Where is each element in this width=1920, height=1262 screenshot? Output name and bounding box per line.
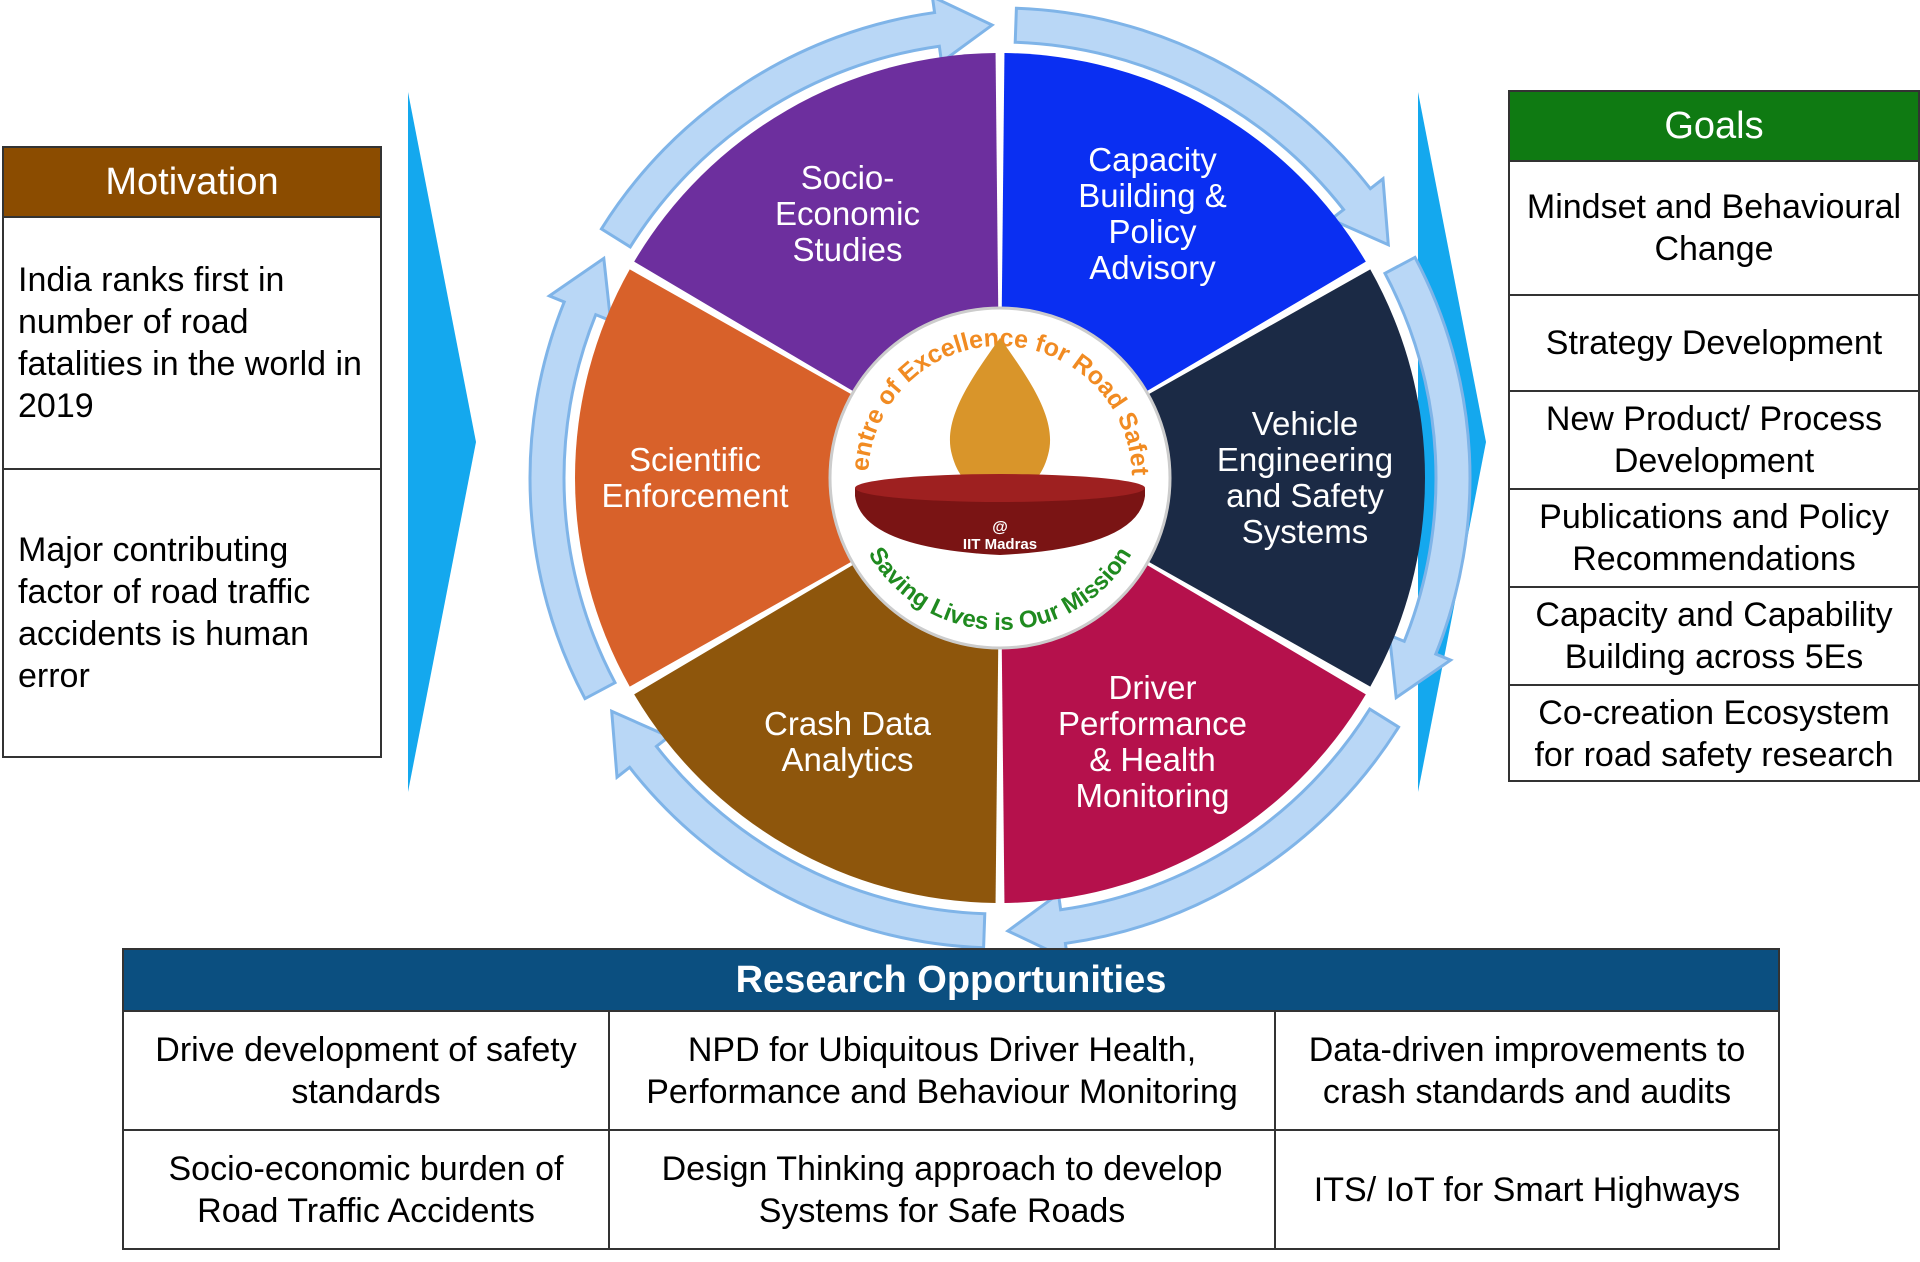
wheel-segment-label-line: Monitoring xyxy=(1075,777,1229,814)
goal-item: Publications and Policy Recommendations xyxy=(1510,488,1918,586)
cycle-arrow-arc xyxy=(599,0,996,250)
wheel-segment-label-line: Systems xyxy=(1242,513,1369,550)
logo-at-text: @ xyxy=(992,519,1008,536)
research-cell: NPD for Ubiquitous Driver Health, Perfor… xyxy=(608,1010,1274,1129)
cycle-arrow-arc xyxy=(1013,6,1390,248)
wheel-segment-label-line: Socio- xyxy=(801,159,895,196)
motivation-header: Motivation xyxy=(4,148,380,216)
research-cell: Drive development of safety standards xyxy=(124,1010,608,1129)
research-cell: ITS/ IoT for Smart Highways xyxy=(1274,1129,1778,1248)
cycle-arrow-arc xyxy=(1004,706,1401,962)
research-cell: Design Thinking approach to develop Syst… xyxy=(608,1129,1274,1248)
wheel-segment-label-line: Scientific xyxy=(629,441,761,478)
goals-header: Goals xyxy=(1510,92,1918,160)
research-box: Research Opportunities Drive development… xyxy=(122,948,1780,1250)
wheel-segment-label-line: Capacity xyxy=(1088,141,1217,178)
wheel-segment-label-line: Policy xyxy=(1108,213,1197,250)
cycle-arrow-arc xyxy=(1382,255,1472,701)
motivation-box: Motivation India ranks first in number o… xyxy=(2,146,382,758)
goal-item: Mindset and Behavioural Change xyxy=(1510,160,1918,294)
wheel-segment-label-line: and Safety xyxy=(1226,477,1384,514)
research-header: Research Opportunities xyxy=(124,950,1778,1010)
wheel-segment xyxy=(1000,269,1425,687)
motivation-item: India ranks first in number of road fata… xyxy=(4,216,380,468)
research-cell: Data-driven improvements to crash standa… xyxy=(1274,1010,1778,1129)
wheel-segment-label-line: Driver xyxy=(1109,669,1197,706)
cycle-arrow-arc xyxy=(610,708,987,950)
wheel-segment-label-line: Performance xyxy=(1058,705,1247,742)
goal-item: Capacity and Capability Building across … xyxy=(1510,586,1918,684)
wheel-segment-label-line: Engineering xyxy=(1217,441,1393,478)
wheel-segment-label-line: & Health xyxy=(1089,741,1216,778)
goal-item: Strategy Development xyxy=(1510,294,1918,390)
wheel-segment-label-line: Analytics xyxy=(781,741,913,778)
wheel-segment-label-line: Building & xyxy=(1078,177,1227,214)
wheel-segment xyxy=(575,269,1000,687)
left-flow-arrow xyxy=(408,92,476,792)
goal-item: New Product/ Process Development xyxy=(1510,390,1918,488)
wheel-segment-label-line: Enforcement xyxy=(601,477,788,514)
research-cell: Socio-economic burden of Road Traffic Ac… xyxy=(124,1129,608,1248)
goal-item: Co-creation Ecosystem for road safety re… xyxy=(1510,684,1918,782)
wheel-segment-label-line: Advisory xyxy=(1089,249,1216,286)
cycle-ring xyxy=(528,0,1472,962)
cycle-arrow-arc xyxy=(528,255,618,701)
goals-box: Goals Mindset and Behavioural Change Str… xyxy=(1508,90,1920,782)
wheel-segment-label-line: Studies xyxy=(792,231,902,268)
flame-icon xyxy=(949,338,1051,495)
logo-place-text: IIT Madras xyxy=(963,536,1037,553)
motivation-item: Major contributing factor of road traffi… xyxy=(4,468,380,756)
wheel-segment-label-line: Crash Data xyxy=(764,705,932,742)
wheel-segment-label-line: Economic xyxy=(775,195,920,232)
wheel-segment-label-line: Vehicle xyxy=(1252,405,1358,442)
